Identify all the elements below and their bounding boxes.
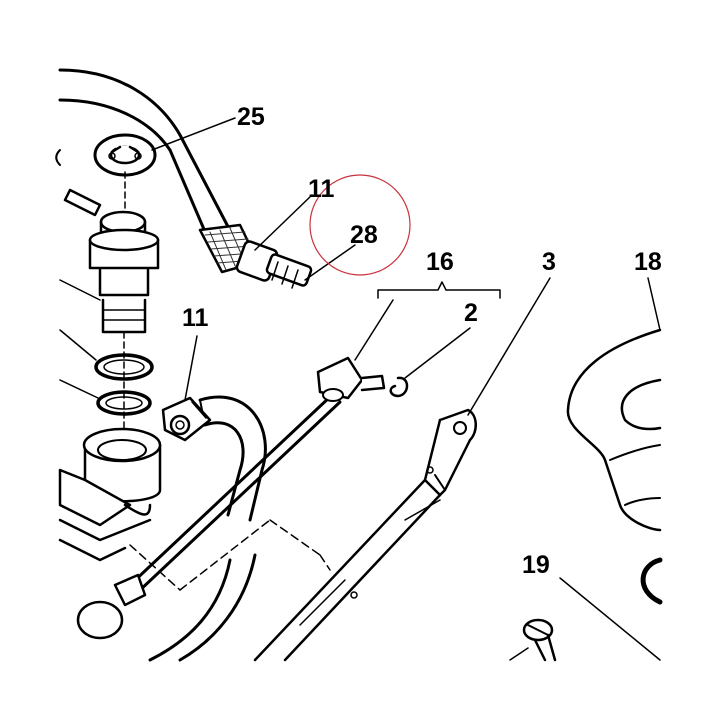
callout-19: 19	[522, 551, 550, 579]
callout-28: 28	[350, 221, 378, 249]
spring-clip	[389, 376, 409, 398]
lower-hose	[148, 395, 267, 662]
o-rings	[59, 329, 154, 416]
callout-labels: 25 11 28 16 2 3 18 11 19	[182, 103, 662, 579]
callout-11-lower: 11	[182, 304, 209, 332]
callout-18: 18	[634, 248, 662, 276]
callout-11-upper: 11	[308, 175, 335, 203]
rubber-boot	[566, 328, 663, 605]
hose-clamp-lower	[161, 396, 212, 442]
valve-socket	[58, 427, 162, 562]
hose-barb-fitting	[198, 223, 313, 289]
leader-lines	[151, 117, 661, 661]
lever-arm	[253, 408, 477, 662]
highlight-circle	[309, 174, 411, 276]
valve-stack	[59, 171, 160, 441]
construction-lines	[129, 519, 331, 591]
retaining-clip	[93, 133, 157, 177]
callout-3: 3	[542, 248, 556, 276]
screw	[509, 618, 557, 662]
callout-2: 2	[464, 299, 478, 327]
linkage-rod-assembly	[76, 356, 386, 640]
callout-25: 25	[237, 103, 265, 131]
callout-16: 16	[426, 248, 454, 276]
